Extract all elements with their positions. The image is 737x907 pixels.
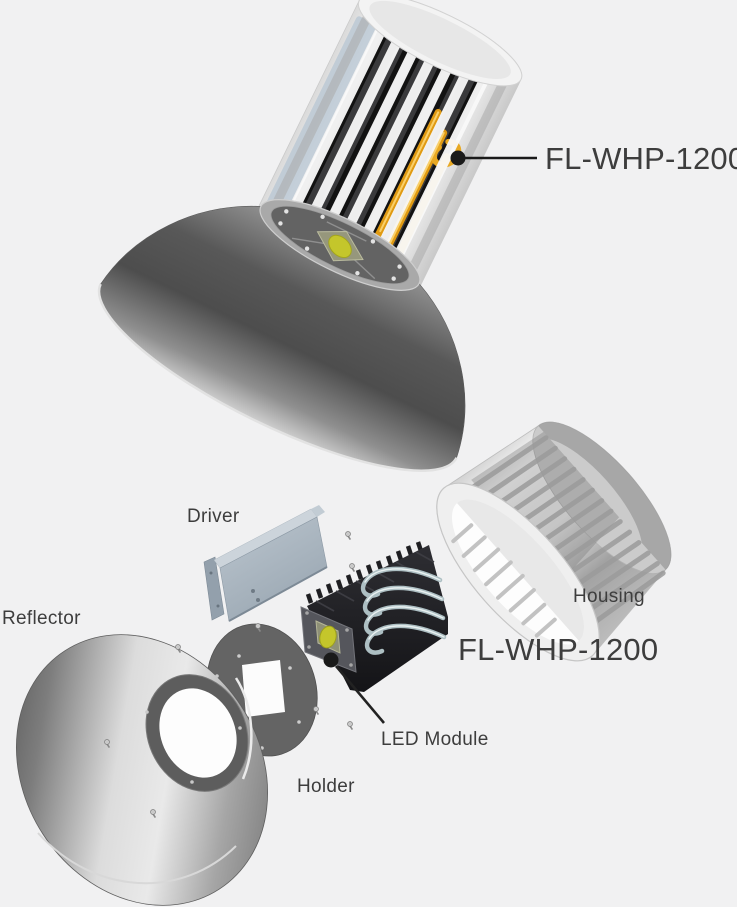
reflector-ring-screws bbox=[145, 674, 242, 784]
reflector-bright-edge bbox=[234, 677, 253, 780]
assembled-bell-rim bbox=[97, 283, 458, 472]
assembled-plate-screws bbox=[278, 209, 402, 281]
driver-flange bbox=[203, 556, 225, 621]
exploded-driver bbox=[203, 505, 328, 622]
exploded-led-module bbox=[315, 620, 341, 654]
assembled-led-module bbox=[316, 231, 364, 262]
callout-line-led bbox=[335, 665, 385, 724]
driver-bottom-edge bbox=[228, 566, 328, 622]
heatsink-fin-lines bbox=[315, 551, 435, 612]
reflector-label: Reflector bbox=[2, 608, 81, 629]
callout-dot-assembled bbox=[450, 150, 466, 166]
heatsink-heat-pipes bbox=[360, 566, 447, 655]
exploded-view bbox=[16, 421, 672, 906]
heatsink-plate-screws bbox=[305, 611, 353, 667]
assembled-bell-reflector bbox=[97, 199, 466, 472]
exploded-housing-interior-slots bbox=[451, 523, 557, 638]
exploded-housing-interior-far bbox=[457, 499, 585, 641]
driver-flange-hole bbox=[216, 604, 220, 608]
exploded-housing-far-shade bbox=[538, 422, 671, 570]
reflector-rim-highlight bbox=[37, 832, 237, 885]
reflector-neck-hole bbox=[159, 688, 237, 778]
holder-label: Holder bbox=[297, 776, 355, 797]
exploded-model-label: FL-WHP-1200 bbox=[458, 632, 658, 667]
assembled-model-label: FL-WHP-1200 bbox=[545, 141, 737, 176]
callout-dot-led bbox=[323, 652, 339, 668]
driver-label: Driver bbox=[187, 506, 240, 527]
driver-end-tab bbox=[311, 505, 325, 517]
exploded-housing bbox=[436, 421, 672, 662]
driver-screws bbox=[251, 589, 260, 602]
housing-label: Housing bbox=[573, 586, 645, 607]
assembled-housing-slots bbox=[272, 15, 509, 272]
exploded-heatsink bbox=[300, 541, 448, 724]
assembled-housing-top-inner bbox=[369, 0, 511, 80]
labels: FL-WHP-1200 FL-WHP-1200 Driver Housing R… bbox=[2, 141, 737, 797]
holder-square-hole bbox=[242, 660, 285, 717]
led-module-label: LED Module bbox=[381, 729, 489, 750]
driver-flange-hole bbox=[209, 571, 213, 575]
assembled-housing-ribs bbox=[284, 25, 492, 274]
assembled-light bbox=[97, 0, 537, 472]
exploded-reflector bbox=[16, 634, 268, 906]
